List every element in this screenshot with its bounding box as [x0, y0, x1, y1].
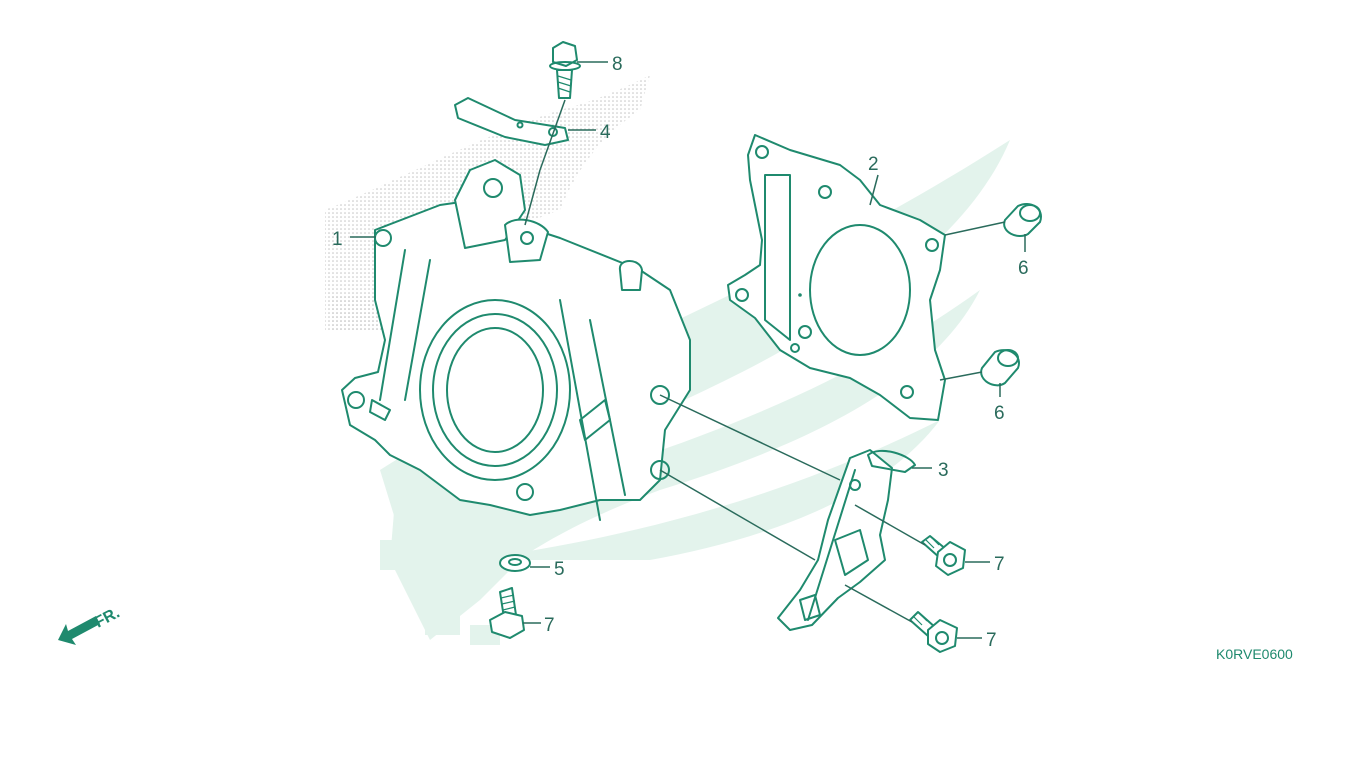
- flange-bolt-part: [549, 41, 581, 99]
- washer-part: [499, 554, 531, 572]
- bracket-part: [777, 449, 916, 631]
- callout-4: 4: [600, 122, 611, 143]
- callout-7-lower-right: 7: [986, 630, 997, 651]
- callout-5: 5: [554, 559, 565, 580]
- gasket-part: [727, 134, 946, 421]
- callout-3: 3: [938, 460, 949, 481]
- front-arrow-icon: [58, 616, 100, 645]
- flange-bolt-part: [909, 611, 958, 653]
- callout-7-left: 7: [544, 615, 555, 636]
- dowel-pin-part: [1003, 203, 1042, 238]
- cylinder-part: [341, 159, 691, 521]
- callout-6-upper: 6: [1018, 258, 1029, 279]
- callout-8: 8: [612, 54, 623, 75]
- stay-plate-part: [454, 97, 569, 146]
- callout-1: 1: [332, 229, 343, 250]
- callout-7-upper-right: 7: [994, 554, 1005, 575]
- front-direction-indicator: FR.: [58, 604, 123, 645]
- flange-bolt-part: [921, 535, 966, 576]
- dowel-pin-part: [980, 349, 1020, 387]
- callout-leaders: [350, 61, 1026, 639]
- diagram-reference-code: K0RVE0600: [1216, 646, 1293, 662]
- assembly-lines: [524, 99, 1006, 623]
- callout-2: 2: [868, 154, 879, 175]
- front-label: FR.: [92, 604, 123, 631]
- flange-bolt-part: [489, 587, 525, 639]
- callout-6-lower: 6: [994, 403, 1005, 424]
